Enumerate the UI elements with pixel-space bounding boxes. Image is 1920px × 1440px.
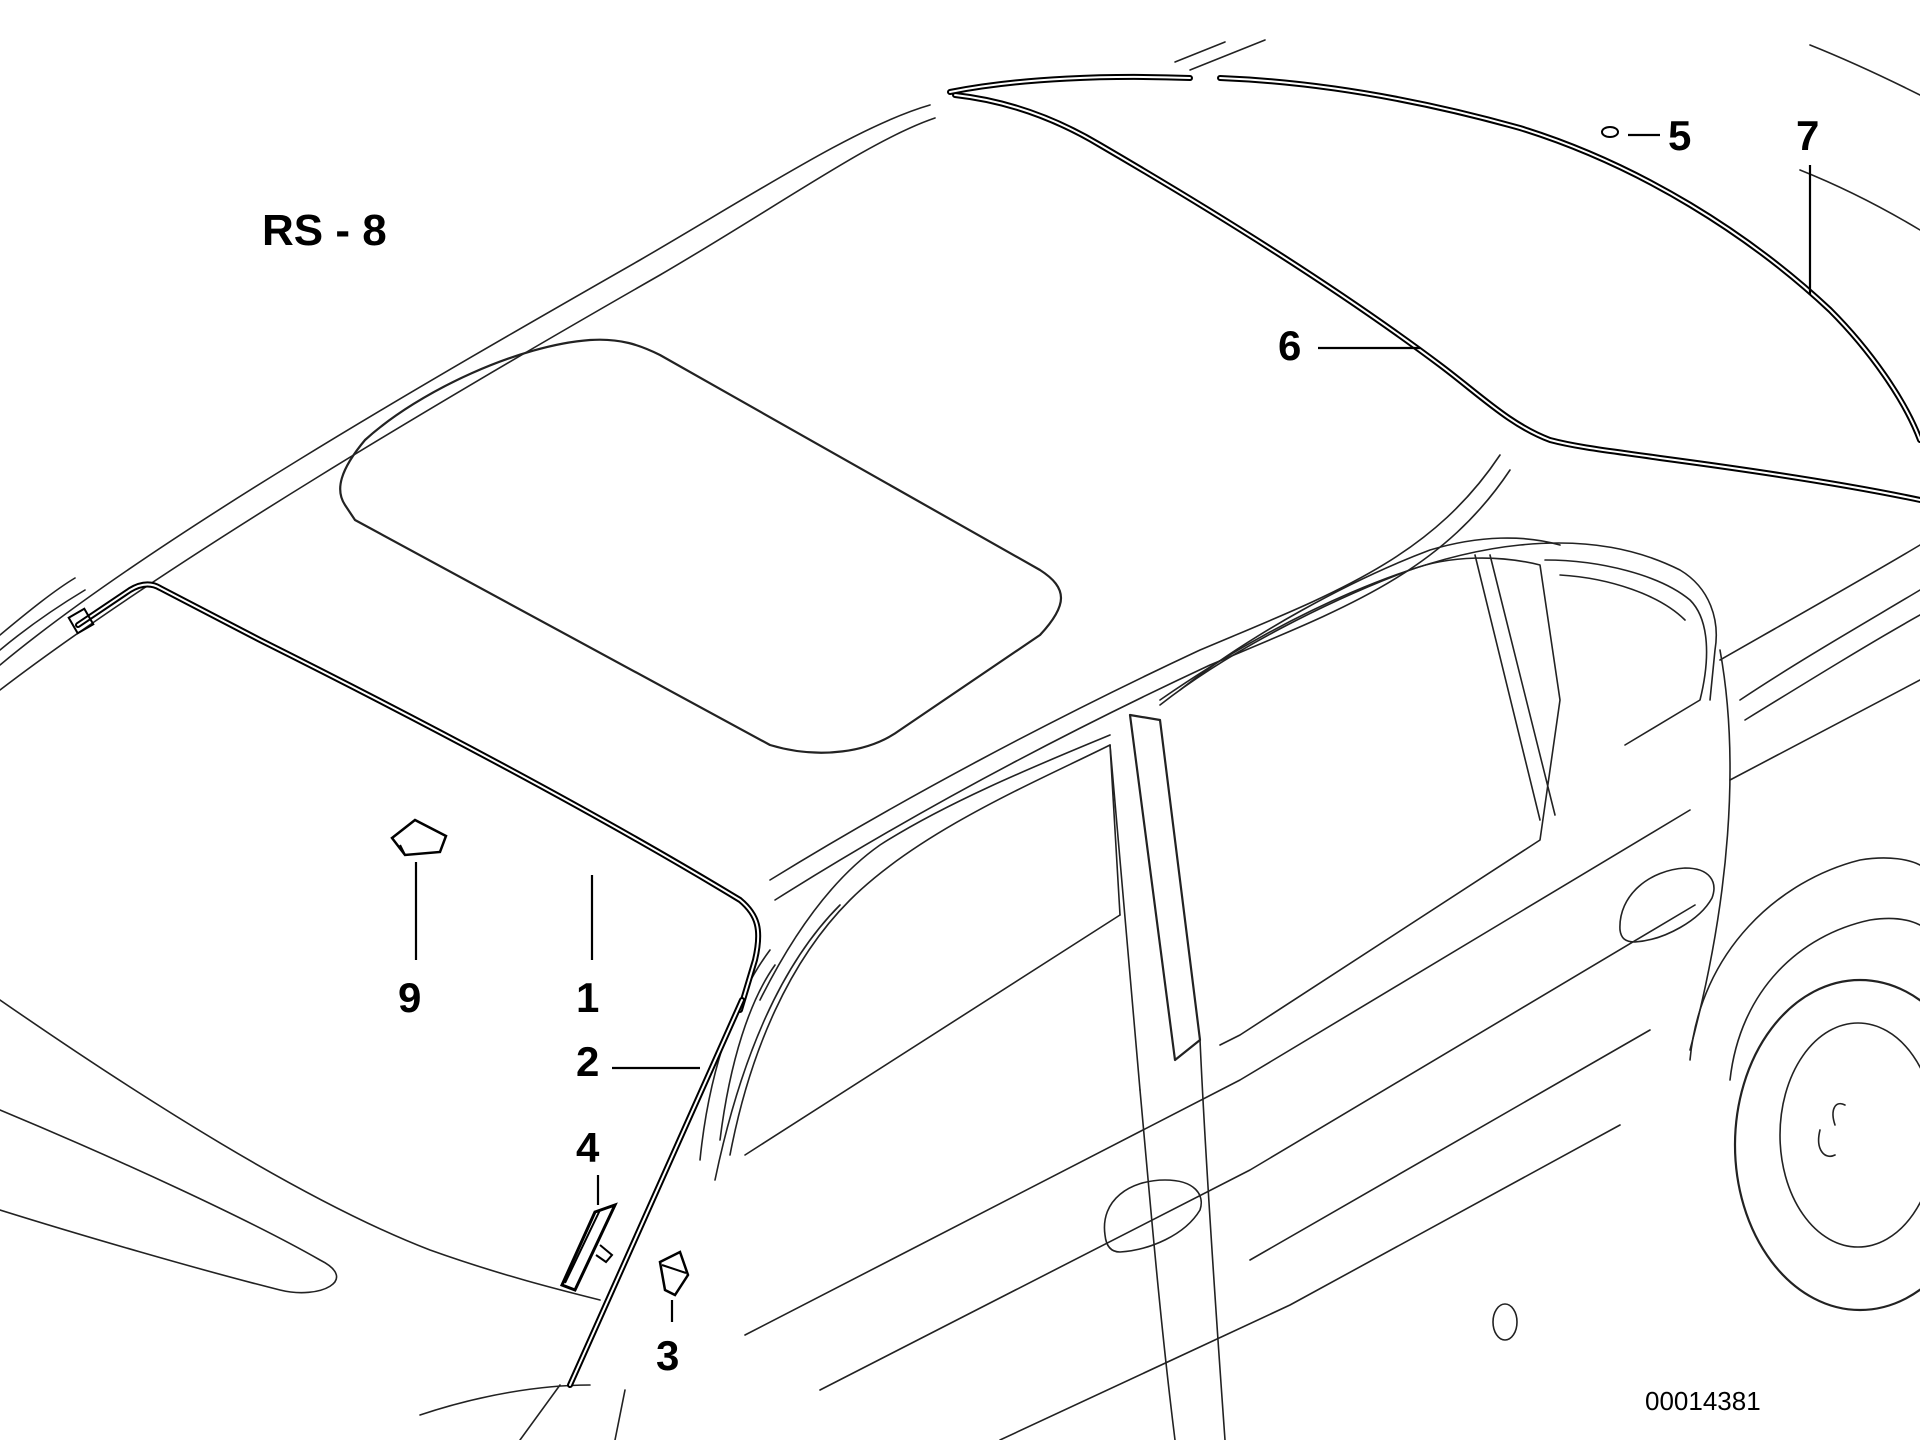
molding-parts xyxy=(67,73,1920,1388)
reference-number: 00014381 xyxy=(1645,1386,1761,1416)
callout-1: 1 xyxy=(576,974,599,1021)
callout-9: 9 xyxy=(398,974,421,1021)
rear-wheel-arch xyxy=(1689,857,1920,1061)
labels: RS - 8 1 2 3 4 5 6 7 9 00014381 xyxy=(262,112,1819,1416)
rear-door-handle xyxy=(1619,867,1715,943)
rear-wheel xyxy=(1733,978,1920,1312)
door-lock xyxy=(1492,1303,1518,1341)
car-body-outline xyxy=(0,39,1920,1440)
part-4-bracket xyxy=(559,1202,618,1292)
callout-4: 4 xyxy=(576,1124,600,1171)
sunroof-outline xyxy=(339,338,1063,754)
part-7-rear-upper-molding xyxy=(947,73,1920,443)
part-9-emblem xyxy=(390,818,448,857)
part-3-clip xyxy=(658,1250,690,1297)
diagram-title: RS - 8 xyxy=(262,206,387,255)
part-6-rear-window-molding xyxy=(952,92,1920,503)
callout-5: 5 xyxy=(1668,112,1691,159)
callout-7: 7 xyxy=(1796,112,1819,159)
callout-6: 6 xyxy=(1278,322,1301,369)
callout-3: 3 xyxy=(656,1332,679,1379)
leader-lines xyxy=(414,133,1812,1322)
front-door-handle xyxy=(1103,1179,1202,1253)
callout-2: 2 xyxy=(576,1038,599,1085)
part-1-windshield-molding xyxy=(75,581,762,1013)
part-5-grommet xyxy=(1601,126,1619,138)
